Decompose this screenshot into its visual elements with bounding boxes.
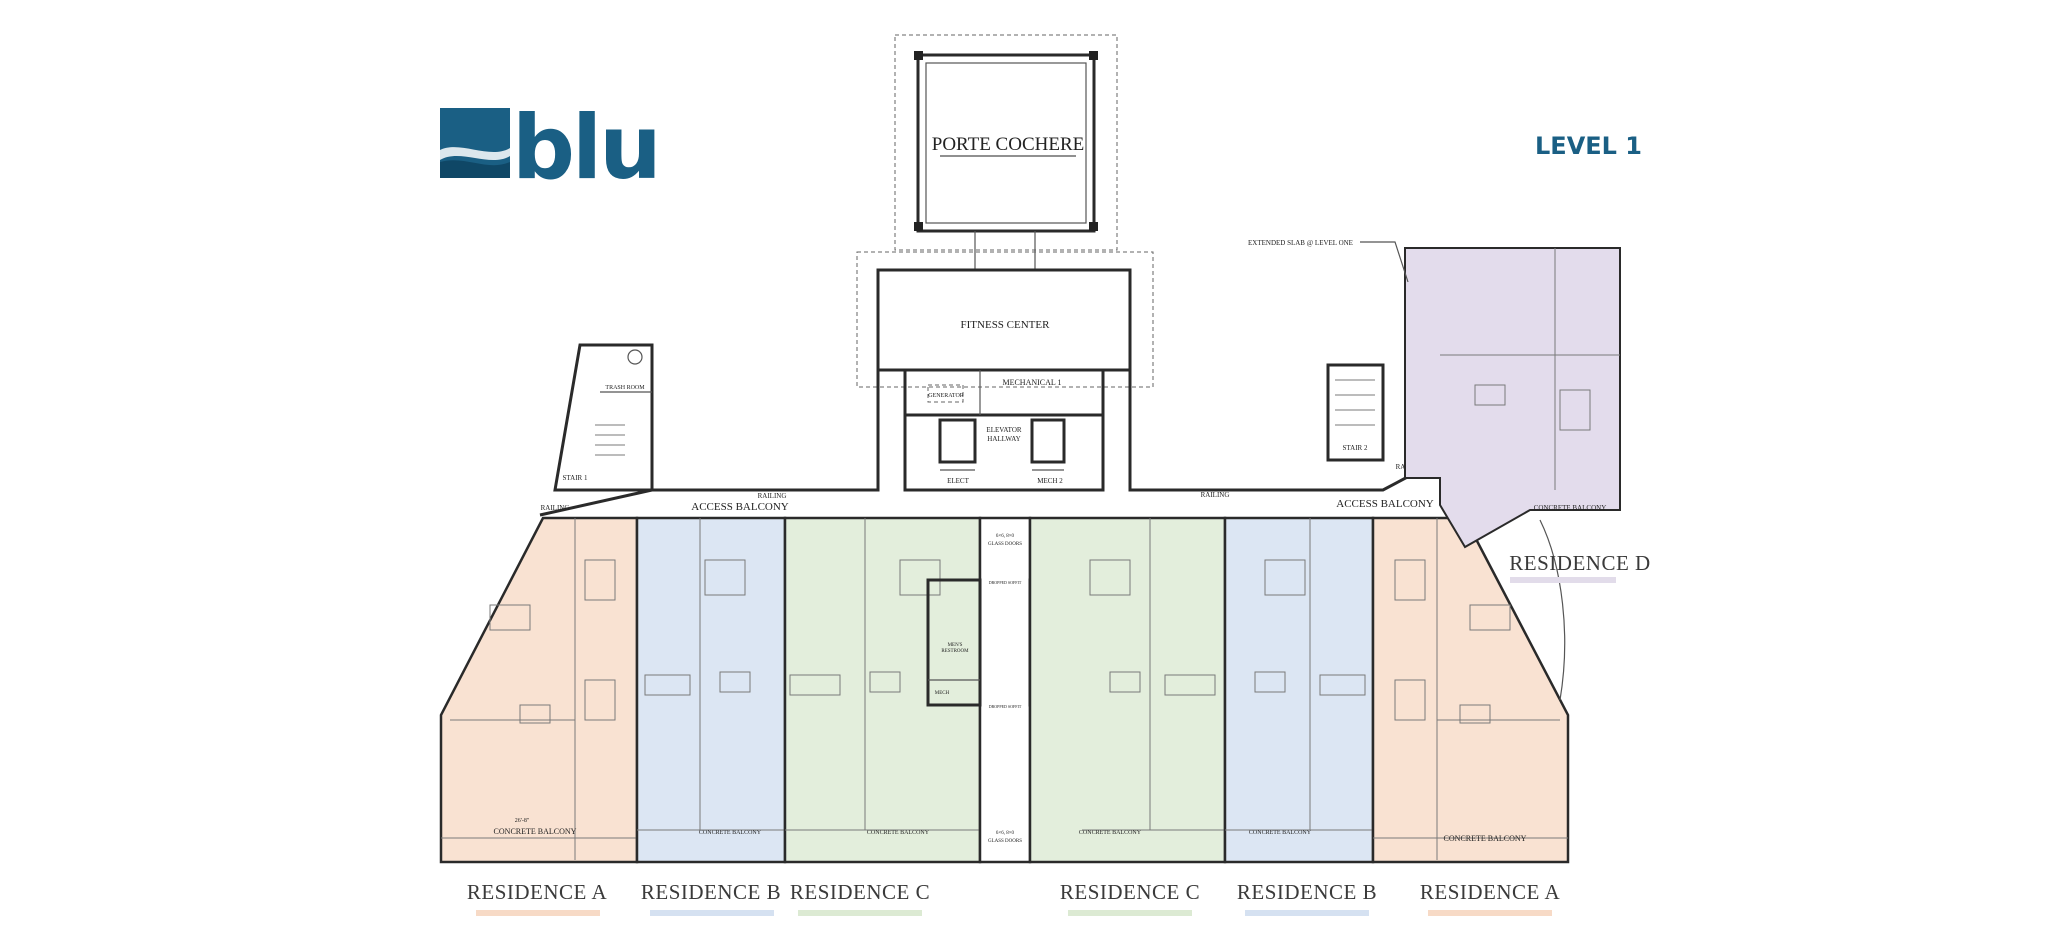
extended-slab-label: EXTENDED SLAB @ LEVEL ONE	[1248, 239, 1353, 247]
residence-c-right: CONCRETE BALCONY	[1028, 516, 1227, 864]
blu-logo: blu	[440, 96, 662, 199]
glass-doors-bottom-1: 6×6, 8×0	[996, 831, 1015, 836]
generator-label: GENERATOR	[928, 393, 964, 399]
elevator-label: ELEVATOR	[986, 426, 1021, 434]
residence-c-left-swatch	[798, 910, 922, 916]
concrete-balcony-label-3: CONCRETE BALCONY	[867, 830, 930, 836]
glass-doors-top-2: GLASS DOORS	[988, 542, 1022, 547]
concrete-balcony-label-2: CONCRETE BALCONY	[699, 830, 762, 836]
residence-a-left-label: RESIDENCE A	[467, 880, 608, 904]
residence-d: CONCRETE BALCONY EXTENDED SLAB @ LEVEL O…	[1248, 239, 1621, 701]
residence-a-left: 26'-8" CONCRETE BALCONY	[439, 516, 639, 864]
residence-c-left: CONCRETE BALCONY	[783, 516, 982, 864]
concrete-balcony-label-4: CONCRETE BALCONY	[1079, 830, 1142, 836]
residence-b-left-label: RESIDENCE B	[641, 880, 781, 904]
central-corridor: 6×6, 8×0 GLASS DOORS DROPPED SOFFIT DROP…	[978, 516, 1032, 864]
fitness-center-label: FITNESS CENTER	[961, 319, 1051, 331]
dropped-soffit-top: DROPPED SOFFIT	[989, 580, 1022, 585]
residence-a-right-swatch	[1428, 910, 1552, 916]
stair-1-label: STAIR 1	[563, 474, 588, 482]
concrete-balcony-label-6: CONCRETE BALCONY	[1444, 834, 1527, 843]
residence-c-right-swatch	[1068, 910, 1192, 916]
residence-a-right-label: RESIDENCE A	[1420, 880, 1561, 904]
elect-label: ELECT	[947, 477, 969, 485]
fitness-center: FITNESS CENTER	[856, 251, 1154, 388]
stair-1: TRASH ROOM STAIR 1	[553, 343, 654, 492]
access-balcony-left-label: ACCESS BALCONY	[691, 501, 789, 513]
glass-doors-bottom-2: GLASS DOORS	[988, 839, 1022, 844]
level-label: LEVEL 1	[1535, 132, 1642, 160]
residence-c-left-label: RESIDENCE C	[790, 880, 930, 904]
access-balcony: ACCESS BALCONY ACCESS BALCONY RAILING RA…	[539, 370, 1465, 523]
railing-label-1: RAILING	[541, 504, 570, 512]
concrete-balcony-label-1: CONCRETE BALCONY	[494, 827, 577, 836]
access-balcony-right-label: ACCESS BALCONY	[1336, 498, 1434, 510]
railing-label-3: RAILING	[1201, 491, 1230, 499]
residence-b-left-swatch	[650, 910, 774, 916]
dimension-label: 26'-8"	[515, 818, 530, 824]
residence-b-right-label: RESIDENCE B	[1237, 880, 1377, 904]
service-core: GENERATOR MECHANICAL 1 ELEVATOR HALLWAY …	[903, 368, 1105, 492]
trash-room-label: TRASH ROOM	[605, 385, 645, 391]
residence-b-right: CONCRETE BALCONY	[1223, 516, 1375, 864]
mech-label-left: MECH	[935, 691, 950, 696]
glass-doors-top-1: 6×6, 8×0	[996, 534, 1015, 539]
residence-a-left-swatch	[476, 910, 600, 916]
concrete-balcony-label-7: CONCRETE BALCONY	[1534, 504, 1607, 512]
mens-restroom-label-2: RESTROOM	[941, 649, 969, 654]
residence-a-right: CONCRETE BALCONY	[1371, 516, 1570, 864]
mech-2-label: MECH 2	[1037, 477, 1063, 485]
stair-2-label: STAIR 2	[1343, 444, 1368, 452]
mens-restroom-label-1: MEN'S	[948, 643, 963, 648]
residence-b-right-swatch	[1245, 910, 1369, 916]
residence-c-right-label: RESIDENCE C	[1060, 880, 1200, 904]
residence-d-swatch	[1510, 577, 1616, 583]
residence-b-left: CONCRETE BALCONY	[635, 516, 787, 864]
hallway-label: HALLWAY	[987, 435, 1020, 443]
porte-cochere-label: PORTE COCHERE	[932, 134, 1084, 155]
concrete-balcony-label-5: CONCRETE BALCONY	[1249, 830, 1312, 836]
logo-wordmark: blu	[512, 96, 659, 199]
mechanical-1-label: MECHANICAL 1	[1002, 378, 1061, 387]
stair-2: STAIR 2	[1326, 363, 1385, 462]
railing-label-2: RAILING	[758, 492, 787, 500]
porte-cochere: PORTE COCHERE	[894, 34, 1118, 270]
residence-d-label: RESIDENCE D	[1509, 551, 1650, 575]
residence-legend: RESIDENCE A RESIDENCE B RESIDENCE C RESI…	[467, 551, 1650, 916]
dropped-soffit-bottom: DROPPED SOFFIT	[989, 704, 1022, 709]
